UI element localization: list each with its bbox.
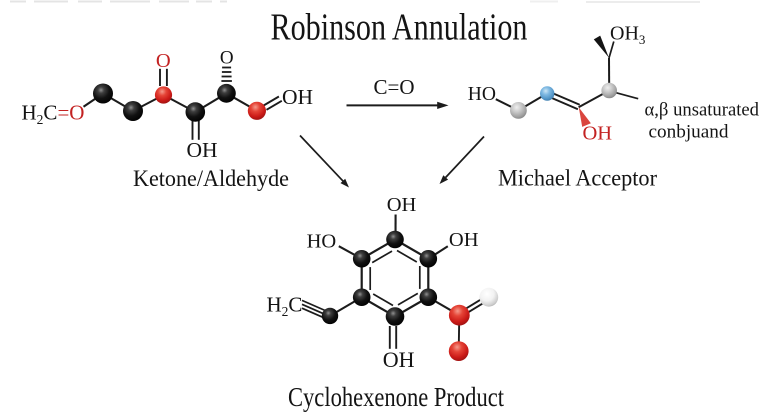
ketone-atoms bbox=[93, 83, 266, 122]
carbon-ball bbox=[352, 288, 371, 307]
michael-oh3-label: OH3 bbox=[610, 23, 645, 48]
arrow-head bbox=[437, 101, 449, 109]
carbon-gray-ball bbox=[601, 82, 617, 99]
formula-double-o: =O bbox=[57, 101, 84, 125]
formula-sub2: 2 bbox=[282, 304, 289, 319]
oxygen-ball bbox=[247, 101, 266, 120]
double-bond-line bbox=[266, 99, 283, 111]
michael-atoms bbox=[510, 82, 617, 119]
ketone-hydroxyl-down-label: OH bbox=[186, 138, 217, 162]
carbon-ball bbox=[93, 83, 113, 104]
carbon-ball bbox=[419, 249, 438, 268]
oxygen-ball bbox=[448, 304, 470, 326]
triple-bond-line bbox=[301, 303, 327, 316]
carbon-ball bbox=[385, 307, 405, 326]
carbon-ball bbox=[321, 307, 339, 325]
formula-c: C bbox=[288, 292, 302, 316]
product-atoms bbox=[321, 230, 499, 361]
converging-arrows bbox=[299, 134, 485, 188]
carbon-ball bbox=[352, 249, 371, 268]
carbon-ball bbox=[123, 101, 143, 121]
carbon-gray-ball bbox=[510, 102, 527, 119]
carbon-ball bbox=[419, 288, 438, 307]
michael-caption: Michael Acceptor bbox=[498, 166, 657, 191]
ring-outer bbox=[360, 238, 430, 318]
oxygen-ball bbox=[154, 86, 173, 104]
bond bbox=[616, 91, 639, 100]
carbon-ball bbox=[386, 230, 404, 249]
hydrogen-ball bbox=[479, 287, 499, 307]
michael-acceptor-molecule: HO OH3 OH α,β unsaturated conbjuand Mich… bbox=[468, 23, 760, 191]
product-formula-label: H2C bbox=[267, 292, 303, 319]
arrow-label: C=O bbox=[373, 75, 414, 99]
product-oh-top-label: OH bbox=[387, 194, 417, 216]
formula-h: H bbox=[22, 101, 37, 125]
ring-inner bbox=[369, 249, 421, 307]
carbon-blue-ball bbox=[540, 86, 555, 101]
ring-inner-line bbox=[372, 293, 394, 307]
formula-c: C bbox=[43, 101, 57, 125]
carbon-ball bbox=[217, 83, 236, 103]
triple-bond-line bbox=[301, 299, 327, 312]
formula-sub2: 2 bbox=[37, 112, 44, 127]
ketone-hydroxyl-right-label: OH bbox=[282, 85, 313, 109]
oh3-sub3: 3 bbox=[639, 32, 646, 47]
ketone-molecule: H2C=O O O OH OH Ketone/Aldehyde bbox=[22, 47, 314, 191]
right-arrow-head bbox=[439, 175, 449, 184]
product-oh-right-label: OH bbox=[449, 229, 479, 251]
product-caption: Cyclohexenone Product bbox=[288, 382, 504, 412]
ketone-stereo-o-label: O bbox=[220, 47, 234, 68]
formula-h: H bbox=[267, 292, 282, 316]
ketone-double-bonds bbox=[159, 68, 283, 140]
product-oh-bottom-label: OH bbox=[383, 347, 415, 372]
page-title: Robinson Annulation bbox=[271, 7, 528, 49]
ketone-formula-label: H2C=O bbox=[22, 101, 85, 128]
oh3-oh: OH bbox=[610, 23, 639, 45]
michael-ho-label: HO bbox=[468, 84, 496, 105]
ketone-caption: Ketone/Aldehyde bbox=[133, 166, 289, 191]
bond bbox=[608, 41, 615, 59]
michael-oh-red-label: OH bbox=[583, 123, 613, 145]
carbon-ball bbox=[185, 102, 206, 122]
oxygen-ball bbox=[448, 341, 469, 361]
ring-inner-line bbox=[396, 249, 418, 263]
ring-inner-line bbox=[371, 250, 393, 264]
black-wedge-bond bbox=[593, 35, 609, 58]
ketone-carbonyl-o-label: O bbox=[156, 50, 171, 72]
left-arrow-shaft bbox=[299, 134, 344, 182]
michael-note-line1: α,β unsaturated bbox=[645, 100, 760, 121]
ketone-hash-bond bbox=[221, 66, 232, 82]
product-molecule: OH HO OH OH H2C Cyclohexenone Product bbox=[267, 194, 505, 412]
reaction-arrow: C=O bbox=[346, 75, 449, 109]
top-scan-artifacts bbox=[10, 0, 700, 3]
double-bond-line bbox=[263, 95, 280, 107]
ring-inner-line bbox=[397, 292, 419, 306]
left-arrow-head bbox=[340, 178, 349, 188]
michael-note-line2: conbjuand bbox=[649, 121, 729, 142]
right-arrow-shaft bbox=[444, 135, 485, 179]
red-wedge-bond bbox=[578, 107, 591, 127]
product-ho-left-label: HO bbox=[307, 230, 337, 252]
